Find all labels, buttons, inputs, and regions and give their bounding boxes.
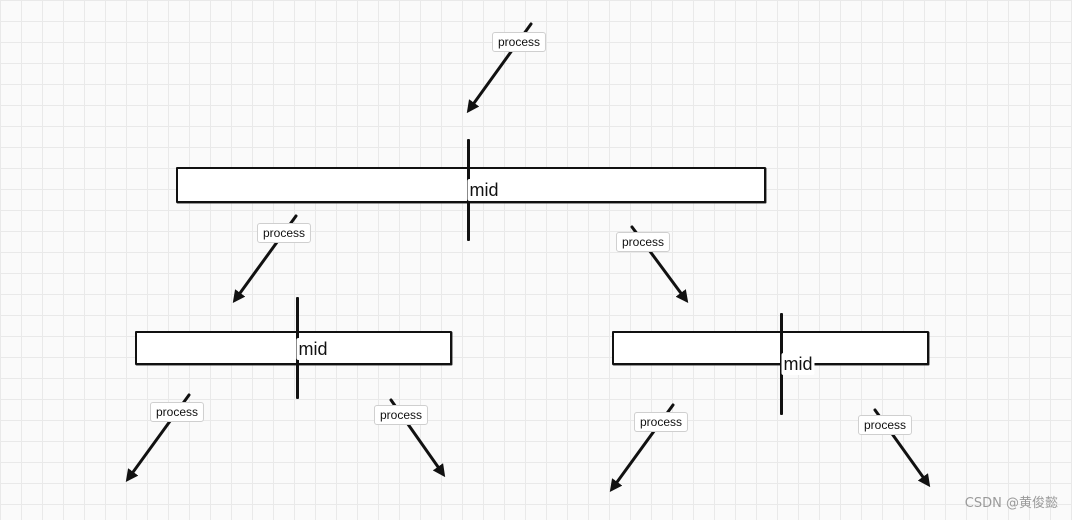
- process-label-root-left: process: [256, 223, 312, 243]
- process-label-root-right: process: [615, 232, 671, 252]
- process-label-root-in: process: [491, 32, 547, 52]
- process-label-left-right: process: [373, 405, 429, 425]
- mid-label-root: mid: [467, 179, 501, 201]
- watermark: CSDN @黄俊懿: [964, 496, 1058, 511]
- mid-label-left: mid: [296, 338, 330, 360]
- process-label-left-left: process: [149, 402, 205, 422]
- process-label-right-right: process: [857, 415, 913, 435]
- mid-label-right: mid: [781, 353, 815, 375]
- array-bar-right: [612, 331, 929, 365]
- array-bar-left: [135, 331, 452, 365]
- process-label-right-left: process: [633, 412, 689, 432]
